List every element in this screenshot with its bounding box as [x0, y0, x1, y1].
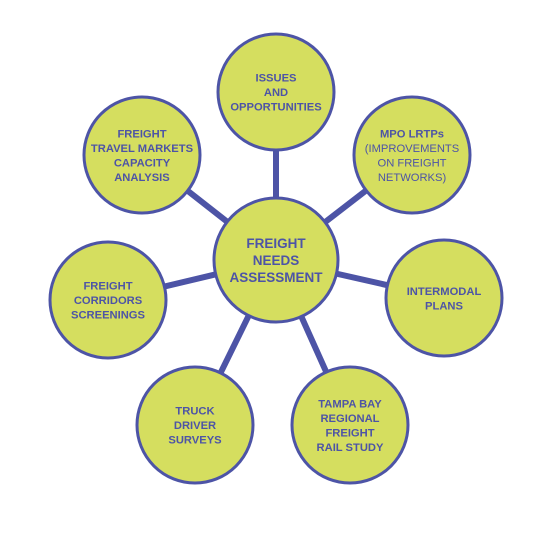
node-circle-issues-opportunities	[216, 32, 336, 152]
node-label-line: ON FREIGHT	[378, 157, 447, 169]
node-tampa-bay-rail-study: TAMPA BAY REGIONAL FREIGHT RAIL STUDY	[290, 365, 410, 485]
node-label-line: FREIGHT	[325, 427, 374, 439]
node-label-line: TRAVEL MARKETS	[91, 143, 194, 155]
node-label-line: TAMPA BAY	[318, 398, 382, 410]
node-label-line: INTERMODAL	[407, 286, 482, 298]
node-label-tampa-bay-rail-study: TAMPA BAY REGIONAL FREIGHT RAIL STUDY	[317, 398, 384, 454]
node-label-line: AND	[264, 87, 288, 99]
node-circle-freight-travel-markets	[82, 95, 202, 215]
node-freight-corridors-screenings: FREIGHT CORRIDORS SCREENINGS	[48, 240, 168, 360]
node-label-line: RAIL STUDY	[317, 442, 384, 454]
node-label-freight-needs-assessment: FREIGHT NEEDS ASSESSMENT	[229, 236, 323, 285]
node-label-truck-driver-surveys: TRUCK DRIVER SURVEYS	[168, 406, 222, 447]
node-label-line: PLANS	[425, 300, 463, 312]
node-label-line: DRIVER	[174, 420, 216, 432]
node-group: ISSUES AND OPPORTUNITIES MPO LRTPs (IMPROVEM…	[48, 32, 504, 485]
node-label-freight-travel-markets: FREIGHT TRAVEL MARKETS CAPACITY ANALYSIS	[91, 128, 194, 184]
node-label-line: FREIGHT	[246, 236, 306, 251]
node-label-issues-opportunities: ISSUES AND OPPORTUNITIES	[230, 73, 322, 114]
node-freight-travel-markets: FREIGHT TRAVEL MARKETS CAPACITY ANALYSIS	[82, 95, 202, 215]
node-label-line: OPPORTUNITIES	[230, 102, 322, 114]
node-label-line: CAPACITY	[114, 157, 171, 169]
node-circle-freight-needs-assessment	[212, 196, 340, 324]
node-circle-tampa-bay-rail-study	[290, 365, 410, 485]
node-mpo-lrtps: MPO LRTPs (IMPROVEMENTS ON FREIGHT NETWORKS…	[352, 95, 472, 215]
node-label-line: MPO LRTPs	[380, 128, 444, 140]
node-label-line: ASSESSMENT	[229, 270, 323, 285]
node-label-line: CORRIDORS	[74, 295, 143, 307]
node-label-line: TRUCK	[175, 406, 214, 418]
node-label-line: FREIGHT	[117, 128, 166, 140]
node-label-line: SCREENINGS	[71, 310, 146, 322]
node-freight-needs-assessment: FREIGHT NEEDS ASSESSMENT	[212, 196, 340, 324]
node-label-mpo-lrtps: MPO LRTPs (IMPROVEMENTS ON FREIGHT NETWORKS…	[365, 128, 459, 184]
node-intermodal-plans: INTERMODAL PLANS	[384, 238, 504, 358]
node-label-line: NEEDS	[253, 253, 300, 268]
node-issues-opportunities: ISSUES AND OPPORTUNITIES	[216, 32, 336, 152]
node-label-line: REGIONAL	[320, 413, 379, 425]
node-label-line: ANALYSIS	[114, 172, 170, 184]
node-circle-intermodal-plans	[384, 238, 504, 358]
node-circle-mpo-lrtps	[352, 95, 472, 215]
node-label-line: NETWORKS)	[378, 172, 447, 184]
node-label-intermodal-plans: INTERMODAL PLANS	[407, 286, 482, 313]
node-circle-truck-driver-surveys	[135, 365, 255, 485]
node-label-freight-corridors-screenings: FREIGHT CORRIDORS SCREENINGS	[71, 281, 146, 322]
node-truck-driver-surveys: TRUCK DRIVER SURVEYS	[135, 365, 255, 485]
node-label-line: SURVEYS	[168, 435, 222, 447]
node-circle-freight-corridors-screenings	[48, 240, 168, 360]
node-label-line: FREIGHT	[83, 281, 132, 293]
node-label-line: ISSUES	[255, 73, 297, 85]
node-label-line: (IMPROVEMENTS	[365, 143, 459, 155]
